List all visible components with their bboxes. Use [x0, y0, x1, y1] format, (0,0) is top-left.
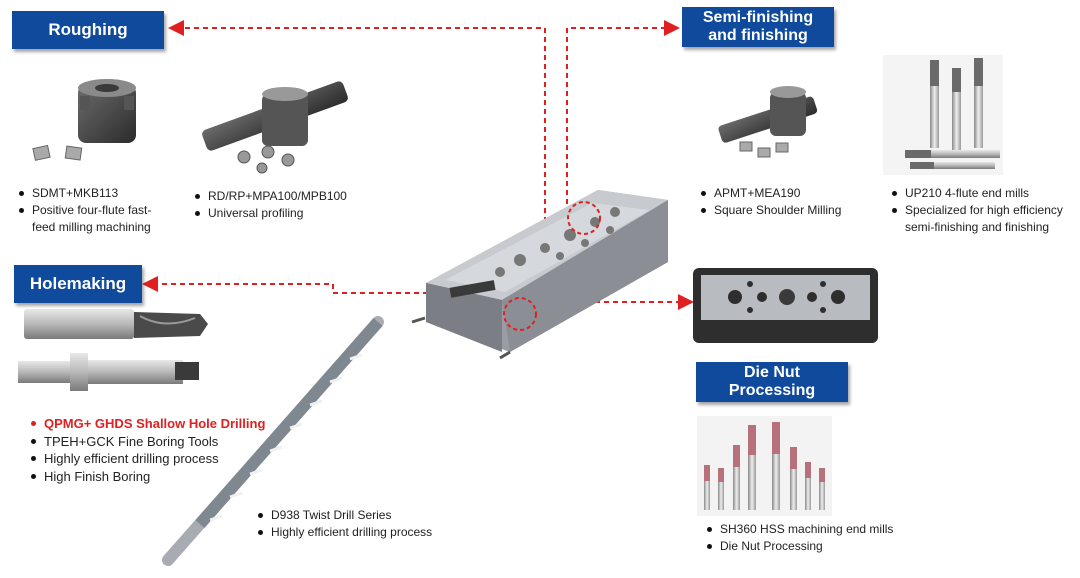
boring-tool-image	[18, 353, 199, 391]
hss-end-mills-image	[697, 416, 832, 516]
twist-drill-caption: D938 Twist Drill Series Highly efficient…	[256, 507, 476, 541]
die-plate-image	[411, 190, 668, 360]
end-mills-image	[883, 55, 1003, 175]
caption-item: Positive four-flute fast-feed milling ma…	[17, 202, 187, 236]
caption-item: High Finish Boring	[29, 468, 279, 486]
die-nut-caption: SH360 HSS machining end mills Die Nut Pr…	[705, 521, 925, 555]
die-nut-block-image	[693, 268, 878, 343]
die-nut-badge: Die Nut Processing	[696, 362, 848, 402]
arrow-roughing	[168, 20, 546, 240]
die-nut-title-line2: Processing	[728, 382, 816, 399]
shallow-hole-drill-image	[24, 309, 208, 339]
shoulder-mill-image	[718, 86, 818, 158]
roughing-badge: Roughing	[12, 11, 164, 49]
caption-item-highlight: QPMG+ GHDS Shallow Hole Drilling	[29, 415, 279, 433]
caption-item: Universal profiling	[193, 205, 383, 222]
profiling-mill-image	[202, 81, 348, 174]
caption-item: TPEH+GCK Fine Boring Tools	[29, 433, 279, 451]
caption-item: Square Shoulder Milling	[699, 202, 869, 219]
caption-item: APMT+MEA190	[699, 185, 869, 202]
caption-item: UP210 4-flute end mills	[890, 185, 1080, 202]
caption-item: Die Nut Processing	[705, 538, 925, 555]
caption-item: Highly efficient drilling process	[29, 450, 279, 468]
holemaking-title: Holemaking	[29, 274, 127, 294]
semi-left-caption: APMT+MEA190 Square Shoulder Milling	[699, 185, 869, 219]
die-nut-title-line1: Die Nut	[744, 364, 800, 382]
semi-finishing-title-line2: and finishing	[708, 27, 808, 44]
face-mill-image	[32, 79, 136, 161]
arrow-holemaking	[142, 276, 500, 294]
roughing-title: Roughing	[48, 20, 128, 40]
semi-finishing-title-line1: Semi-finishing	[702, 9, 814, 27]
semi-finishing-badge: Semi-finishing and finishing	[682, 7, 834, 47]
arrow-semi	[566, 20, 680, 240]
caption-item: RD/RP+MPA100/MPB100	[193, 188, 383, 205]
roughing-left-caption: SDMT+MKB113 Positive four-flute fast-fee…	[17, 185, 187, 236]
roughing-right-caption: RD/RP+MPA100/MPB100 Universal profiling	[193, 188, 383, 222]
twist-drill-image	[162, 316, 384, 566]
caption-item: Highly efficient drilling process	[256, 524, 476, 541]
caption-item: D938 Twist Drill Series	[256, 507, 476, 524]
semi-right-caption: UP210 4-flute end mills Specialized for …	[890, 185, 1080, 236]
holemaking-badge: Holemaking	[14, 265, 142, 303]
holemaking-caption: QPMG+ GHDS Shallow Hole Drilling TPEH+GC…	[29, 415, 279, 485]
caption-item: SDMT+MKB113	[17, 185, 187, 202]
caption-item: SH360 HSS machining end mills	[705, 521, 925, 538]
